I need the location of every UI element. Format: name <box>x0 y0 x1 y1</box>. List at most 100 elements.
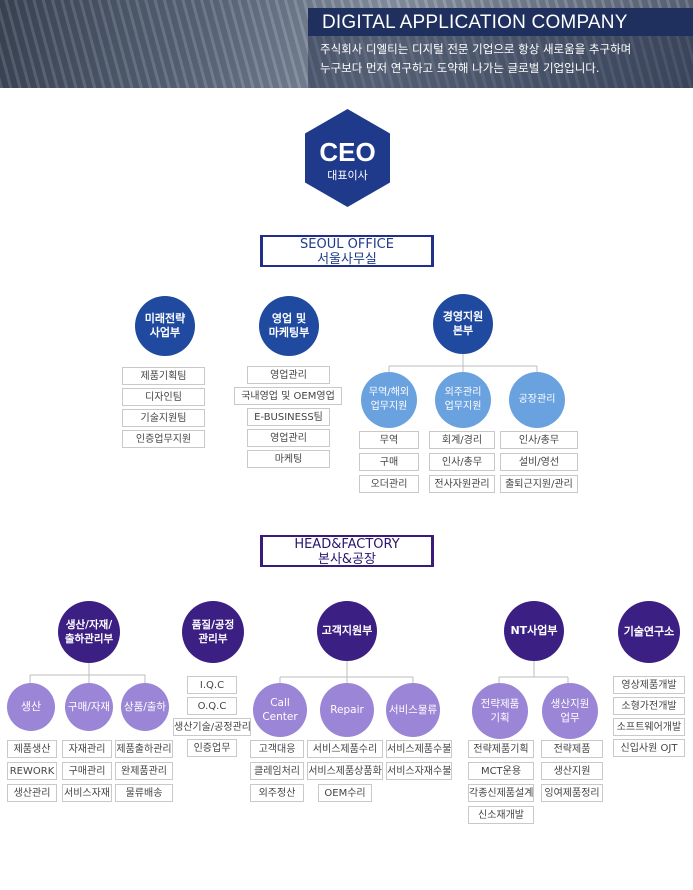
banner-title-bar <box>308 8 693 36</box>
team-box: 설비/영선 <box>500 453 578 471</box>
seoul-office-title-ko: 서울사무실 <box>317 252 377 267</box>
team-box: 신소재개발 <box>468 806 534 824</box>
sub-goods-shipping: 상품/출하 <box>121 683 169 731</box>
sub-name-line-2: 업무지원 <box>370 401 408 412</box>
sub-name-line-2: 업무 <box>560 712 580 724</box>
sub-purchase-material: 구매/자재 <box>65 683 113 731</box>
head-factory-title-ko: 본사&공장 <box>318 552 376 567</box>
dept-name-line-1: 미래전략 <box>144 312 186 325</box>
team-box: 영업관리 <box>247 366 330 384</box>
dept-name-line-2: 출하관리부 <box>64 633 114 645</box>
team-box: 자재관리 <box>62 740 112 758</box>
team-box: 신입사원 OJT <box>613 739 685 757</box>
team-box: 무역 <box>359 431 419 449</box>
sub-name-line-1: 서비스물류 <box>388 704 438 716</box>
team-box: 인증업무지원 <box>122 430 205 448</box>
team-box: 국내영업 및 OEM영업 <box>234 387 342 405</box>
dept-name-line-1: 품질/공정 <box>191 619 235 631</box>
team-box: 물류배송 <box>115 784 173 802</box>
sub-name-line-1: 전략제품 <box>480 698 520 710</box>
ceo-subtitle: 대표이사 <box>327 169 368 182</box>
sub-name-line-2: 업무지원 <box>444 401 482 412</box>
team-box: 인증업무 <box>187 739 237 757</box>
team-box: 생산지원 <box>541 762 603 780</box>
head-factory-header: HEAD&FACTORY 본사&공장 <box>260 535 434 567</box>
dept-name-line-2: 마케팅부 <box>268 326 310 339</box>
sub-name-line-1: Repair <box>330 704 364 716</box>
banner-desc-line-2: 누구보다 먼저 연구하고 도약해 나가는 글로벌 기업입니다. <box>320 61 600 75</box>
team-box: 생산관리 <box>7 784 57 802</box>
team-box: REWORK <box>7 762 57 780</box>
team-box: O.Q.C <box>187 697 237 715</box>
team-box: 영상제품개발 <box>613 676 685 694</box>
team-box: MCT운용 <box>468 762 534 780</box>
banner-desc-line-1: 주식회사 디엘티는 디지털 전문 기업으로 항상 새로움을 추구하며 <box>320 42 632 56</box>
sub-name-line-1: 공장관리 <box>518 394 556 405</box>
dept-name-line-2: 사업부 <box>149 326 181 339</box>
team-box: 서비스자재수불 <box>386 762 452 780</box>
team-box: 각종신제품설계 <box>468 784 534 802</box>
sub-factory-management: 공장관리 <box>509 372 565 428</box>
dept-name-line-1: 생산/자재/ <box>65 619 113 631</box>
dept-name-line-1: 영업 및 <box>271 312 307 325</box>
team-box: 완제품관리 <box>115 762 173 780</box>
team-box: 인사/총무 <box>500 431 578 449</box>
team-box: 전략제품기획 <box>468 740 534 758</box>
team-box: 구매 <box>359 453 419 471</box>
sub-name-line-1: Call <box>270 697 290 709</box>
sub-name-line-1: 생산지원 <box>550 698 590 710</box>
team-box: 잉여제품정리 <box>541 784 603 802</box>
team-box: 서비스제품수리 <box>307 740 383 758</box>
dept-name-line-1: 경영지원 <box>442 310 484 323</box>
sub-name-line-1: 구매/자재 <box>67 701 111 713</box>
team-box: 소프트웨어개발 <box>613 718 685 736</box>
dept-nt-business: NT사업부 <box>504 601 564 661</box>
team-box: OEM수리 <box>318 784 372 802</box>
seoul-office-header: SEOUL OFFICE 서울사무실 <box>260 235 434 267</box>
team-box: 출퇴근지원/관리 <box>500 475 578 493</box>
sub-name-line-2: Center <box>262 711 298 723</box>
team-box: 제품출하관리 <box>115 740 173 758</box>
team-box: 인사/총무 <box>429 453 495 471</box>
sub-production: 생산 <box>7 683 55 731</box>
team-box: 기술지원팀 <box>122 409 205 427</box>
team-box: 소형가전개발 <box>613 697 685 715</box>
team-box: I.Q.C <box>187 676 237 694</box>
dept-name-line-1: 기술연구소 <box>623 625 675 638</box>
sub-repair: Repair <box>320 683 374 737</box>
sub-service-logistics: 서비스물류 <box>386 683 440 737</box>
team-box: E-BUSINESS팀 <box>247 408 330 426</box>
head-factory-title-en: HEAD&FACTORY <box>294 537 400 552</box>
team-box: 외주정산 <box>250 784 304 802</box>
dept-tech-lab: 기술연구소 <box>618 601 680 663</box>
team-box: 전략제품 <box>541 740 603 758</box>
dept-production: 생산/자재/출하관리부 <box>58 601 120 663</box>
team-box: 생산기술/공정관리 <box>173 718 251 736</box>
dept-name-line-1: NT사업부 <box>510 624 558 637</box>
team-box: 전사자원관리 <box>429 475 495 493</box>
dept-customer-support: 고객지원부 <box>317 601 377 661</box>
header-banner: DIGITAL APPLICATION COMPANY 주식회사 디엘티는 디지… <box>0 0 693 88</box>
dept-name-line-2: 관리부 <box>198 633 228 645</box>
team-box: 서비스제품상품화 <box>307 762 383 780</box>
sub-name-line-2: 기획 <box>490 712 510 724</box>
team-box: 영업관리 <box>247 429 330 447</box>
team-box: 고객대응 <box>250 740 304 758</box>
team-box: 제품생산 <box>7 740 57 758</box>
sub-name-line-1: 생산 <box>20 700 42 713</box>
sub-name-line-1: 외주관리 <box>444 387 482 398</box>
team-box: 제품기획팀 <box>122 367 205 385</box>
sub-name-line-1: 상품/출하 <box>123 701 167 713</box>
team-box: 클레임처리 <box>250 762 304 780</box>
team-box: 회계/경리 <box>429 431 495 449</box>
